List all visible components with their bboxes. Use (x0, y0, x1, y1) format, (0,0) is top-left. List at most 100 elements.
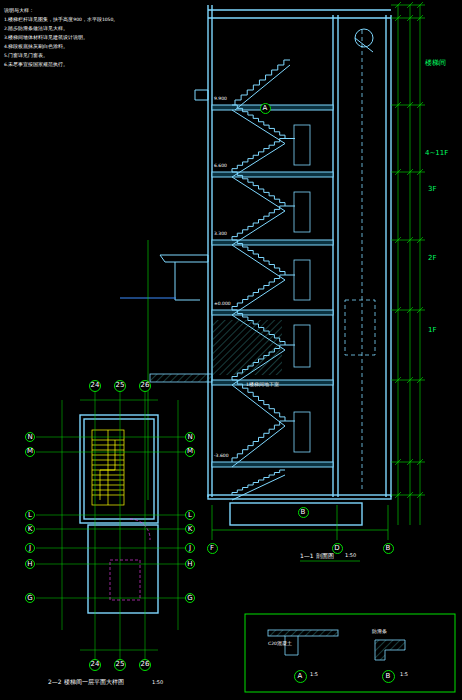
axis-bubble: F (207, 543, 218, 554)
plan-walls (80, 415, 158, 613)
stair-soffit (232, 177, 285, 211)
axis-label: K (28, 526, 33, 533)
axis-label: F (210, 545, 214, 552)
ground-hatch (150, 374, 212, 382)
axis-label: 26 (141, 661, 150, 668)
drawing-text: 说明与大样： (4, 8, 34, 14)
axis-label: H (27, 561, 32, 568)
axis-bubble: J (25, 543, 35, 553)
axis-bubble: G (185, 593, 195, 603)
tread (92, 455, 124, 456)
detail-frame (245, 614, 455, 692)
level-line (391, 495, 425, 496)
floor-slab (212, 462, 333, 467)
landing (285, 206, 295, 207)
drawing-text: C20混凝土 (268, 642, 292, 647)
tread (92, 480, 124, 481)
floor-slabs (212, 105, 333, 467)
stair-flight (232, 105, 285, 139)
axis-label: N (27, 434, 32, 441)
axis-bubble: A (294, 670, 307, 683)
axis-bubble: K (25, 524, 35, 534)
stair-soffit (232, 110, 285, 144)
drawing-text: 5.门窗详见门窗表。 (4, 54, 48, 59)
axis-bubble: 24 (89, 380, 102, 393)
stair-flight (232, 240, 285, 275)
floor-slab (212, 105, 333, 110)
plan-stair (92, 430, 124, 505)
axis-bubble: B (382, 670, 395, 683)
axis-bubble: H (185, 559, 195, 569)
stair-flight (232, 421, 285, 462)
drawing-text: 3.300 (214, 232, 227, 237)
drawing-text: 6.未尽事宜按国家规范执行。 (4, 63, 68, 68)
floor-slab (212, 240, 333, 245)
drawing-text: 2F (428, 255, 436, 263)
tread (92, 465, 124, 466)
landing (285, 421, 295, 422)
tread (92, 440, 124, 441)
drawing-text: 防滑条 (372, 630, 387, 635)
axis-bubble: 24 (89, 659, 102, 672)
tread (92, 445, 124, 446)
axis-label: 25 (116, 382, 125, 389)
axis-label: K (188, 526, 193, 533)
dimension-lines (148, 2, 425, 561)
stair-flight (232, 470, 285, 495)
axis-label: B (386, 673, 391, 680)
axis-bubble: N (185, 432, 195, 442)
axis-bubble: M (25, 447, 35, 457)
section-title: 1—1 剖面图 (300, 553, 334, 560)
drawing-text: 9.900 (214, 97, 227, 102)
grid-line (145, 392, 146, 665)
level-line (391, 240, 425, 241)
axis-label: G (27, 595, 32, 602)
tread (92, 490, 124, 491)
drawing-text: 楼梯间 (425, 60, 446, 68)
axis-label: G (187, 595, 192, 602)
axis-label: L (28, 512, 32, 519)
tread (92, 450, 124, 451)
level-line (391, 380, 425, 381)
elevator-machine (355, 29, 373, 52)
grid-line (36, 598, 190, 599)
drawing-text: -3.600 (214, 454, 229, 459)
axis-label: 24 (91, 382, 100, 389)
floor-slab (212, 310, 333, 315)
axis-label: H (187, 561, 192, 568)
axis-bubble: B (298, 507, 309, 518)
drawing-text: 3.楼梯间墙体材料详见建筑设计说明。 (4, 36, 88, 41)
axis-bubble: 25 (114, 659, 127, 672)
axis-bubble: D (332, 543, 343, 554)
grid-line (36, 452, 190, 453)
drawing-text: 6.600 (214, 164, 227, 169)
axis-bubble: G (25, 593, 35, 603)
axis-bubble: H (25, 559, 35, 569)
axis-bubble: M (185, 447, 195, 457)
tread (92, 475, 124, 476)
detail-drawings (268, 630, 405, 660)
stair-flight (232, 206, 285, 240)
axis-label: J (189, 545, 191, 552)
level-line (391, 105, 425, 106)
stair-soffit (232, 211, 285, 245)
drawing-text: 1:50 (345, 553, 356, 559)
doors (294, 125, 310, 452)
axis-bubble: J (185, 543, 195, 553)
stair-soffit (232, 385, 285, 426)
axis-bubble: K (185, 524, 195, 534)
stair-soffit (232, 144, 285, 178)
axis-label: 26 (141, 382, 150, 389)
elevator-shaft (345, 30, 375, 490)
landing (285, 345, 295, 346)
tread (92, 495, 124, 496)
stair-flights (232, 60, 295, 500)
level-line (391, 462, 425, 463)
grid-line (36, 564, 190, 565)
landing (285, 275, 295, 276)
plan-grid (36, 392, 190, 665)
axis-label: D (334, 545, 339, 552)
stair-flight (235, 60, 290, 105)
drawing-text: 1:5 (400, 672, 408, 678)
